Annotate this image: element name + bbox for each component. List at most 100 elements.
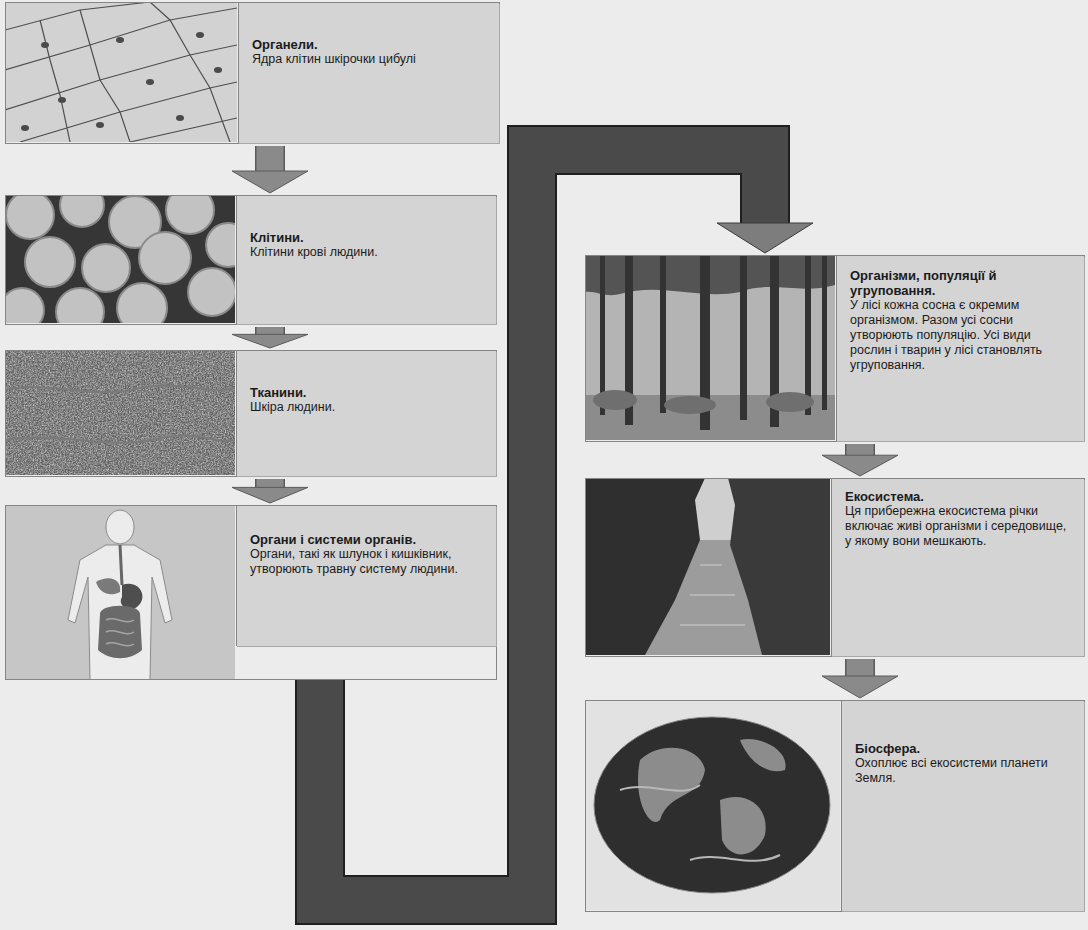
panel-text: Органи, такі як шлунок і кишківник, утво… bbox=[250, 547, 484, 577]
picture-ground bbox=[5, 350, 235, 475]
bush bbox=[664, 396, 716, 414]
text-box: Екосистема.Ця прибережна екосистема річк… bbox=[831, 479, 1084, 656]
nucleus bbox=[116, 37, 124, 43]
intestine bbox=[98, 606, 142, 659]
intestine-coils bbox=[106, 619, 134, 646]
blood-cells bbox=[5, 195, 235, 323]
arrow-shaft bbox=[257, 146, 284, 172]
picture-ground bbox=[585, 700, 840, 910]
arrow-head bbox=[232, 334, 308, 348]
down-arrow bbox=[232, 146, 308, 193]
undergrowth bbox=[593, 390, 814, 414]
blood-cell bbox=[60, 195, 104, 227]
panel-heading: Організми, популяції й угруповання. bbox=[850, 268, 1072, 298]
water-reflections bbox=[680, 565, 745, 625]
continent bbox=[720, 797, 766, 855]
skin-folds bbox=[5, 386, 235, 443]
digestive-system-picture bbox=[5, 505, 235, 680]
pine-trunk bbox=[740, 255, 747, 420]
blood-cell bbox=[82, 244, 130, 292]
blood-cell bbox=[25, 237, 75, 287]
arrow-head bbox=[232, 171, 308, 193]
pine-trunk bbox=[822, 255, 827, 410]
nucleus bbox=[146, 79, 154, 85]
panel-heading: Екосистема. bbox=[845, 489, 1072, 504]
down-arrow bbox=[822, 444, 898, 476]
text-box: Органели.Ядра клітин шкірочки цибулі bbox=[238, 3, 499, 143]
continent bbox=[740, 739, 786, 771]
nucleus bbox=[196, 32, 204, 38]
panel-text: Охоплює всі екосистеми планети Земля. bbox=[855, 756, 1072, 786]
human-body bbox=[68, 545, 172, 680]
level-panel: Тканини.Шкіра людини. bbox=[5, 350, 497, 477]
panel-heading: Тканини. bbox=[250, 385, 484, 400]
arrow-shaft-outline bbox=[845, 659, 875, 677]
cell-walls bbox=[5, 2, 237, 142]
panel-text: Клітини крові людини. bbox=[250, 245, 484, 260]
pine-trunk bbox=[660, 255, 666, 413]
nucleus bbox=[214, 67, 222, 73]
river-picture bbox=[585, 478, 830, 655]
panel-text: Шкіра людини. bbox=[250, 400, 484, 415]
down-arrow bbox=[822, 659, 898, 698]
picture-ground bbox=[5, 2, 237, 142]
down-arrow bbox=[232, 479, 308, 503]
blood-cell bbox=[166, 195, 214, 234]
continent bbox=[638, 748, 705, 822]
onion-cells-picture bbox=[5, 2, 237, 142]
picture-ground bbox=[5, 505, 235, 680]
picture-ground bbox=[585, 478, 830, 655]
bush bbox=[766, 392, 814, 412]
blood-cell bbox=[139, 232, 191, 284]
blood-cell bbox=[6, 195, 54, 239]
level-panel: Біосфера.Охоплює всі екосистеми планети … bbox=[585, 700, 1085, 912]
skin-texture bbox=[5, 350, 235, 475]
arrow-shaft bbox=[847, 444, 874, 456]
nucleus bbox=[176, 115, 184, 121]
earth-globe bbox=[594, 717, 830, 893]
pine-trunk bbox=[805, 255, 811, 415]
nucleus bbox=[58, 97, 66, 103]
level-panel: Органели.Ядра клітин шкірочки цибулі bbox=[5, 2, 500, 144]
clouds bbox=[620, 785, 780, 861]
level-panel: Органи і системи органів.Органи, такі як… bbox=[5, 505, 497, 680]
bush bbox=[593, 390, 637, 410]
level-panel: Клітини.Клітини крові людини. bbox=[5, 195, 497, 325]
forest-picture bbox=[585, 255, 835, 440]
arrow-head bbox=[232, 487, 308, 503]
blood-cell bbox=[206, 223, 235, 267]
level-panel: Екосистема.Ця прибережна екосистема річк… bbox=[585, 478, 1085, 657]
text-box: Клітини.Клітини крові людини. bbox=[236, 196, 496, 324]
blood-cell bbox=[117, 283, 167, 323]
level-panel: Організми, популяції й угруповання.У ліс… bbox=[585, 255, 1085, 442]
text-box: Організми, популяції й угруповання.У ліс… bbox=[836, 256, 1084, 441]
pine-trunk bbox=[600, 255, 605, 415]
text-box: Біосфера.Охоплює всі екосистеми планети … bbox=[841, 701, 1084, 911]
arrow-head bbox=[822, 676, 898, 698]
nucleus bbox=[21, 125, 29, 131]
arrow-shaft-outline bbox=[845, 444, 875, 456]
arrow-head bbox=[822, 455, 898, 476]
earth-picture bbox=[585, 700, 840, 910]
liver bbox=[96, 578, 120, 594]
text-box: Тканини.Шкіра людини. bbox=[236, 351, 496, 476]
panel-text: У лісі кожна сосна є окремим організмом.… bbox=[850, 298, 1072, 373]
arrow-shaft bbox=[847, 659, 874, 677]
panel-heading: Біосфера. bbox=[855, 741, 1072, 756]
blood-cell bbox=[56, 288, 104, 323]
picture-ground bbox=[585, 255, 835, 440]
blood-cell bbox=[5, 288, 44, 323]
stomach bbox=[121, 584, 143, 609]
panel-text: Ця прибережна екосистема річки включає ж… bbox=[845, 504, 1072, 549]
panel-heading: Органели. bbox=[252, 37, 487, 52]
blood-cells-picture bbox=[5, 195, 235, 323]
blood-cell bbox=[188, 268, 235, 316]
esophagus bbox=[120, 545, 122, 585]
panel-heading: Органи і системи органів. bbox=[250, 532, 484, 547]
nucleus bbox=[96, 122, 104, 128]
text-box: Органи і системи органів.Органи, такі як… bbox=[236, 506, 496, 646]
arrow-shaft-outline bbox=[255, 146, 285, 172]
panel-text: Ядра клітин шкірочки цибулі bbox=[252, 52, 487, 67]
left-bank-trees bbox=[585, 478, 705, 655]
